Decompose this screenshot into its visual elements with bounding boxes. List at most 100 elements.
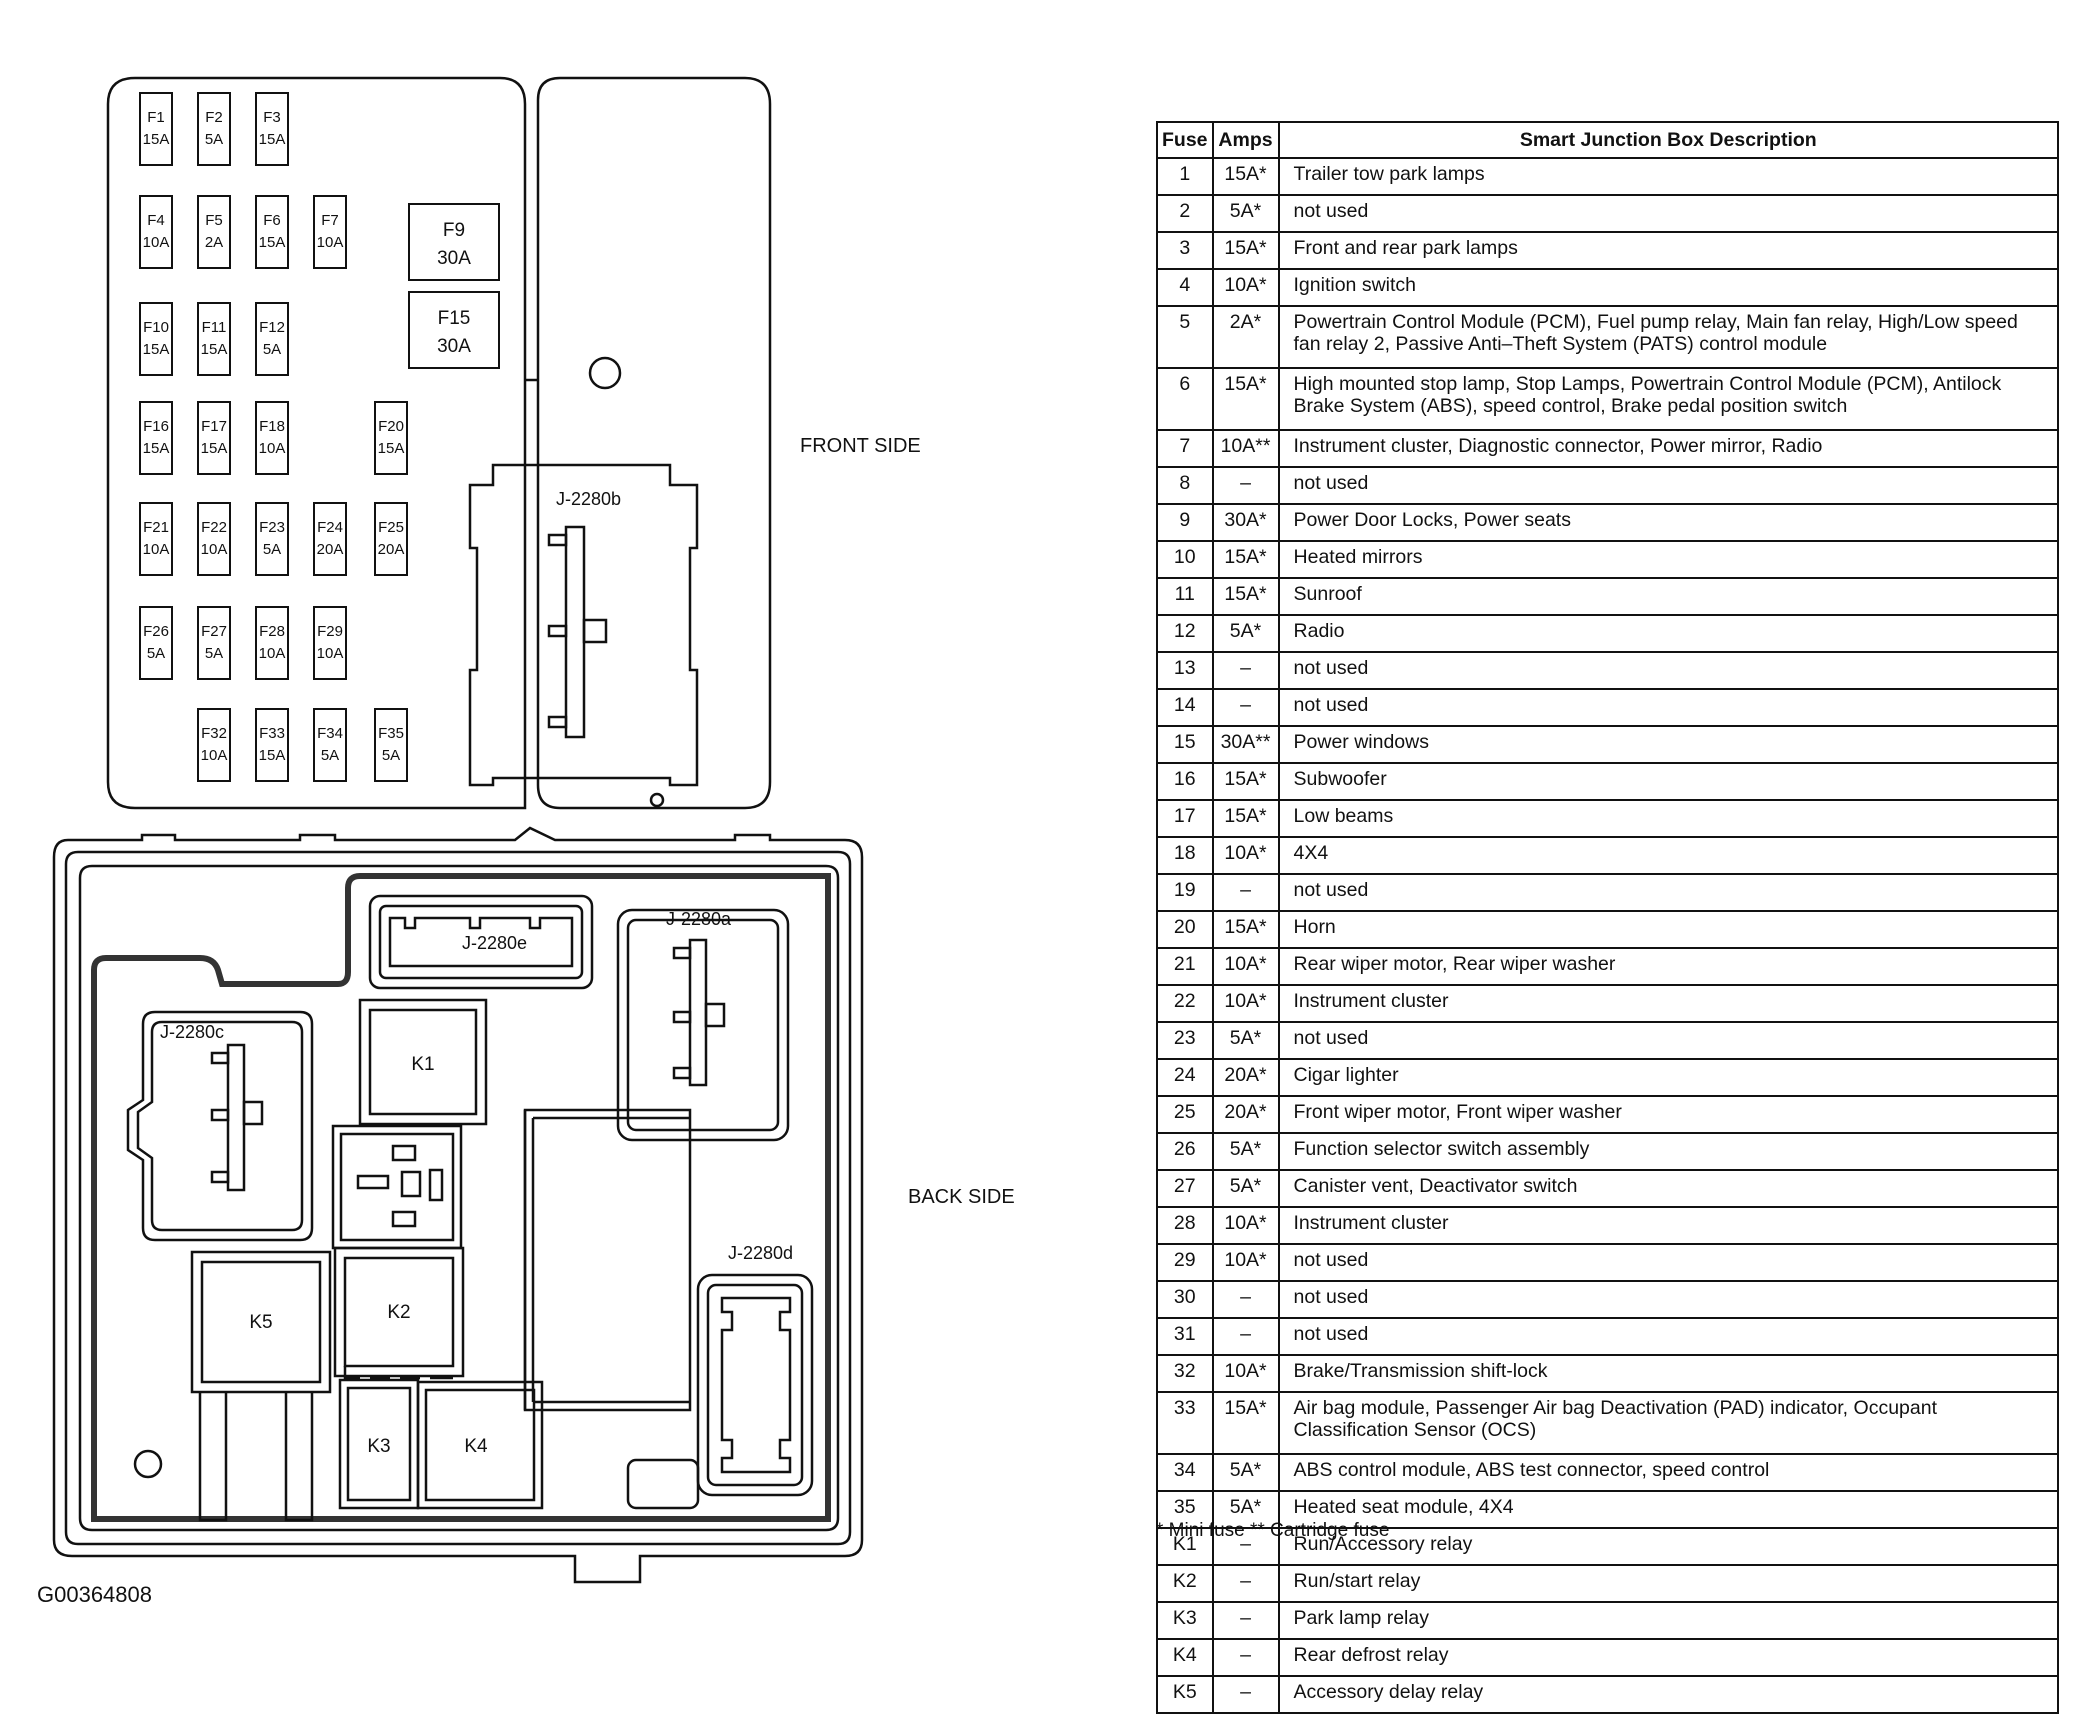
relay-k5-label: K5 bbox=[249, 1312, 272, 1333]
amps-cell: 15A* bbox=[1211, 577, 1280, 616]
fuse-id: F10 bbox=[143, 319, 169, 336]
fuse-amps: 5A bbox=[205, 131, 223, 148]
fuse-cell: 31 bbox=[1156, 1317, 1214, 1356]
description-cell: Heated mirrors bbox=[1277, 540, 2060, 579]
header-amps: Amps bbox=[1211, 121, 1280, 159]
fuse-amps: 10A bbox=[201, 541, 228, 558]
fuse-amps: 15A bbox=[143, 131, 170, 148]
fuse-cell: K5 bbox=[1156, 1675, 1214, 1714]
fuse-amps: 2A bbox=[205, 234, 223, 251]
description-cell: Front and rear park lamps bbox=[1277, 231, 2060, 270]
relay-k4-label: K4 bbox=[464, 1436, 488, 1457]
fuse-cell: K4 bbox=[1156, 1638, 1214, 1677]
amps-cell: 15A* bbox=[1211, 910, 1280, 949]
back-side-housing bbox=[52, 826, 864, 1584]
amps-cell: – bbox=[1211, 1564, 1280, 1603]
fuse-amps: 15A bbox=[201, 440, 228, 457]
fuse-amps: 10A bbox=[143, 234, 170, 251]
amps-cell: 10A* bbox=[1211, 1206, 1280, 1245]
fuse-amps: 10A bbox=[317, 234, 344, 251]
description-cell: Instrument cluster, Diagnostic connector… bbox=[1277, 429, 2060, 468]
amps-cell: – bbox=[1211, 1317, 1280, 1356]
description-cell: Rear wiper motor, Rear wiper washer bbox=[1277, 947, 2060, 986]
fuse-id: F27 bbox=[201, 623, 227, 640]
description-cell: Canister vent, Deactivator switch bbox=[1277, 1169, 2060, 1208]
amps-cell: 10A* bbox=[1211, 1243, 1280, 1282]
description-cell: Heated seat module, 4X4 bbox=[1277, 1490, 2060, 1529]
fuse-F9-amps: 30A bbox=[437, 248, 471, 269]
amps-cell: 5A* bbox=[1211, 614, 1280, 653]
fuse-cell: 21 bbox=[1156, 947, 1214, 986]
fuse-cell: 17 bbox=[1156, 799, 1214, 838]
fuse-amps: 15A bbox=[201, 341, 228, 358]
fuse-cell: K3 bbox=[1156, 1601, 1214, 1640]
description-cell: Run/Accessory relay bbox=[1277, 1527, 2060, 1566]
fuse-cell: 25 bbox=[1156, 1095, 1214, 1134]
description-cell: Air bag module, Passenger Air bag Deacti… bbox=[1277, 1391, 2060, 1455]
fuse-id: F33 bbox=[259, 725, 285, 742]
fuse-amps: 20A bbox=[378, 541, 405, 558]
fuse-id: F23 bbox=[259, 519, 285, 536]
fuse-F9: F9 30A bbox=[408, 203, 500, 281]
fuse-id: F24 bbox=[317, 519, 343, 536]
description-cell: not used bbox=[1277, 873, 2060, 912]
connector-j2280b-label: J-2280b bbox=[556, 489, 621, 509]
description-cell: not used bbox=[1277, 1021, 2060, 1060]
relay-k3-label: K3 bbox=[367, 1436, 390, 1457]
amps-cell: 2A* bbox=[1211, 305, 1280, 369]
fuse-cell: 30 bbox=[1156, 1280, 1214, 1319]
fuse-id: F35 bbox=[378, 725, 404, 742]
description-cell: not used bbox=[1277, 688, 2060, 727]
amps-cell: 20A* bbox=[1211, 1058, 1280, 1097]
fuse-cell: 33 bbox=[1156, 1391, 1214, 1455]
fuse-amps: 10A bbox=[143, 541, 170, 558]
table-footnote: * Mini fuse ** Cartridge fuse bbox=[1156, 1520, 1390, 1541]
table-row: K2–Run/start relay bbox=[1156, 1564, 2060, 1603]
fuse-cell: 5 bbox=[1156, 305, 1214, 369]
description-cell: Power Door Locks, Power seats bbox=[1277, 503, 2060, 542]
fuse-cell: 16 bbox=[1156, 762, 1214, 801]
header-description: Smart Junction Box Description bbox=[1277, 121, 2060, 159]
figure-id: G00364808 bbox=[37, 1582, 152, 1607]
amps-cell: 10A* bbox=[1211, 268, 1280, 307]
description-cell: 4X4 bbox=[1277, 836, 2060, 875]
fuse-cell: K2 bbox=[1156, 1564, 1214, 1603]
description-cell: Subwoofer bbox=[1277, 762, 2060, 801]
amps-cell: 15A* bbox=[1211, 1391, 1280, 1455]
relay-socket bbox=[331, 1124, 463, 1250]
fuse-amps: 5A bbox=[263, 541, 281, 558]
front-fuse-grid: F115AF25AF315AF410AF52AF615AF710AF1015AF… bbox=[139, 92, 408, 782]
junction-box-diagram: F115AF25AF315AF410AF52AF615AF710AF1015AF… bbox=[52, 76, 1015, 1584]
description-cell: Radio bbox=[1277, 614, 2060, 653]
fuse-id: F34 bbox=[317, 725, 343, 742]
fuse-F15: F15 30A bbox=[408, 291, 500, 369]
table-row: 30–not used bbox=[1156, 1280, 2060, 1319]
fuse-amps: 10A bbox=[259, 645, 286, 662]
relay-k2-label: K2 bbox=[387, 1302, 410, 1323]
amps-cell: 5A* bbox=[1211, 194, 1280, 233]
fuse-table: Fuse Amps Smart Junction Box Description… bbox=[1156, 121, 2060, 1714]
fuse-cell: 9 bbox=[1156, 503, 1214, 542]
